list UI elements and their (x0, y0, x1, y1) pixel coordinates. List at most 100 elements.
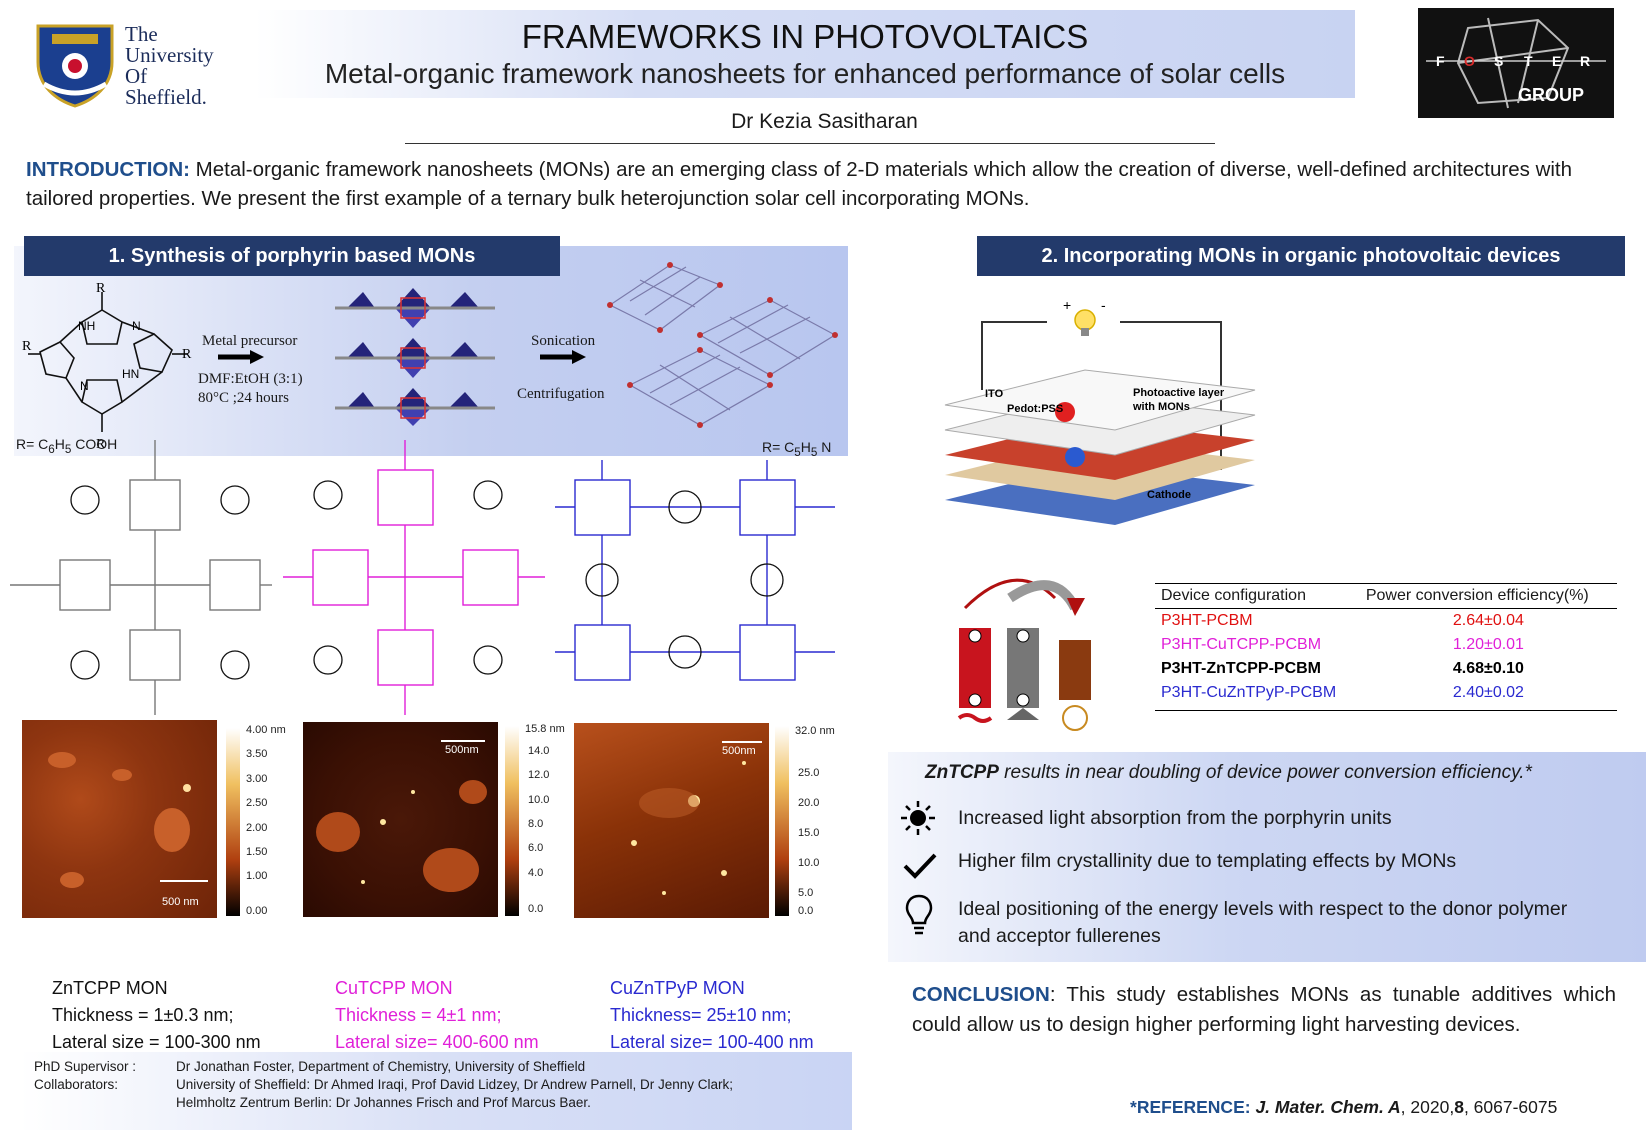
zntcpp-scale-tick-4: 2.50 (246, 797, 268, 809)
title-banner (255, 10, 1355, 98)
layer-cathode: Cathode (1147, 489, 1191, 501)
scale-bar-zntcpp (160, 880, 208, 882)
mon-icon (1007, 708, 1039, 720)
scale-bar-label-zntcpp: 500 nm (162, 896, 199, 908)
caption-cuzntpyp: CuZnTPyP MON Thickness= 25±10 nm; Latera… (610, 978, 814, 1052)
author-name: Dr Kezia Sasitharan (731, 110, 918, 133)
foster-group-logo: F O S T E R GROUP (1418, 8, 1614, 118)
layer-ito: ITO (985, 388, 1004, 400)
r-group-top: R (96, 282, 106, 296)
intro-text: Metal-organic framework nanosheets (MONs… (26, 158, 1573, 210)
r-group-definition-left: R= C6H5 COOH (16, 436, 118, 456)
credits: PhD Supervisor :Dr Jonathan Foster, Depa… (34, 1059, 733, 1110)
cuzntpyp-scale-tick-6: 5.0 (798, 887, 814, 899)
cuzntpyp-scale-tick-2: 25.0 (798, 767, 820, 779)
layer-active: Photoactive layer (1133, 387, 1225, 399)
logo-letter-e: E (1552, 53, 1561, 69)
table-header-pce: Power conversion efficiency(%) (1359, 583, 1617, 609)
cuzntpyp-structure (555, 460, 835, 681)
zntcpp-scale-tick-7: 1.00 (246, 870, 268, 882)
finding-light-absorption: Increased light absorption from the porp… (958, 807, 1392, 829)
zntcpp-scale-max: 4.00 nm (246, 724, 286, 736)
n-label-left: N (80, 379, 89, 393)
table-row: P3HT-CuTCPP-PCBM 1.20±0.01 (1161, 636, 1524, 653)
cutcpp-structure (283, 440, 545, 715)
cutcpp-scale-tick-4: 10.0 (528, 794, 550, 806)
cuzntpyp-scale-tick-5: 10.0 (798, 857, 820, 869)
table-header-config: Device configuration (1155, 583, 1360, 609)
step2-separation: Centrifugation (517, 386, 605, 402)
reference: *REFERENCE: J. Mater. Chem. A, 2020,8, 6… (1130, 1097, 1558, 1117)
step2-method: Sonication (531, 333, 596, 349)
cutcpp-scale-tick-5: 8.0 (528, 818, 544, 830)
color-scale-zntcpp (226, 728, 240, 916)
cutcpp-scale-tick-2: 14.0 (528, 745, 550, 757)
intro-lead: INTRODUCTION: (26, 158, 190, 181)
cutcpp-scale-tick-7: 4.0 (528, 867, 544, 879)
zntcpp-structure (10, 440, 272, 715)
scale-bar-cuzntpyp (722, 741, 762, 743)
zntcpp-scale-tick-5: 2.00 (246, 822, 268, 834)
step1-reagent: Metal precursor (202, 333, 298, 349)
table-row: P3HT-CuZnTPyP-PCBM 2.40±0.02 (1155, 681, 1617, 711)
terminal-positive: + (1063, 300, 1071, 313)
logo-letter-f: F (1436, 53, 1445, 69)
afm-features-cuzntpyp (631, 761, 746, 895)
author-divider (405, 143, 1215, 144)
conclusion: CONCLUSION: This study establishes MONs … (912, 980, 1616, 1040)
university-crest (36, 24, 114, 108)
hn-label: HN (122, 367, 139, 381)
afm-image-cuzntpyp: 500nm (574, 723, 769, 918)
r-group-right: R (182, 347, 192, 362)
findings-headline: ZnTCPP results in near doubling of devic… (925, 762, 1532, 783)
mof-layered-structure (335, 288, 495, 426)
findings-panel (888, 752, 1646, 962)
table-header-row: Device configuration Power conversion ef… (1155, 583, 1617, 609)
step1-solvent: DMF:EtOH (3:1) (198, 371, 303, 387)
nh-label: NH (78, 319, 95, 333)
afm-image-cutcpp: 500nm (303, 722, 498, 917)
cutcpp-scale-tick-6: 6.0 (528, 842, 544, 854)
cuzntpyp-scale-max: 32.0 nm (795, 725, 835, 737)
afm-image-zntcpp: 500 nm (22, 720, 217, 918)
lightbulb-icon (905, 894, 933, 935)
sun-icon (901, 801, 935, 835)
conclusion-lead: CONCLUSION (912, 983, 1050, 1006)
zntcpp-scale-tick-6: 1.50 (246, 846, 268, 858)
r-group-definition-right: R= C5H5 N (762, 439, 832, 459)
caption-cutcpp: CuTCPP MON Thickness = 4±1 nm; Lateral s… (335, 978, 539, 1052)
cuzntpyp-scale-tick-4: 15.0 (798, 827, 820, 839)
color-scale-cuzntpyp (775, 726, 789, 916)
fullerene-icon (1062, 705, 1088, 731)
layer-pedot: Pedot:PSS (1007, 403, 1063, 415)
foster-logo-graphic: F O S T E R GROUP (1426, 17, 1606, 109)
introduction: INTRODUCTION: Metal-organic framework na… (26, 155, 1626, 213)
table-row: P3HT-ZnTCPP-PCBM 4.68±0.10 (1161, 660, 1524, 677)
logo-group-word: GROUP (1518, 85, 1584, 105)
cutcpp-scale-max: 15.8 nm (525, 723, 565, 735)
n-label-right: N (132, 319, 141, 333)
checkmark-icon (903, 853, 937, 879)
conclusion-text: : This study establishes MONs as tunable… (912, 983, 1616, 1036)
step1-conditions: 80°C ;24 hours (198, 390, 290, 406)
scale-bar-cutcpp (441, 740, 485, 742)
university-name: The University Of Sheffield. (125, 22, 214, 109)
scale-bar-label-cutcpp: 500nm (445, 744, 479, 756)
zntcpp-scale-min: 0.00 (246, 905, 268, 917)
scale-bar-label-cuzntpyp: 500nm (722, 745, 756, 757)
porphyrin-structure: R R R R NH N N HN (22, 282, 192, 452)
pce-table: Device configuration Power conversion ef… (1155, 583, 1617, 711)
cutcpp-scale-min: 0.0 (528, 903, 544, 915)
reaction-arrow-2 (540, 350, 586, 364)
afm-features-zntcpp (48, 752, 191, 888)
logo-letter-r: R (1580, 53, 1590, 69)
zntcpp-scale-tick-3: 3.00 (246, 773, 268, 785)
r-group-bottom: R (96, 437, 106, 452)
lightbulb-icon (1074, 309, 1096, 331)
cuzntpyp-scale-tick-3: 20.0 (798, 797, 820, 809)
caption-zntcpp: ZnTCPP MON Thickness = 1±0.3 nm; Lateral… (52, 978, 261, 1052)
finding-crystallinity: Higher film crystallinity due to templat… (958, 850, 1457, 872)
afm-features-cutcpp (316, 780, 487, 892)
logo-letter-t: T (1524, 53, 1533, 69)
cuzntpyp-scale-min: 0.0 (798, 905, 814, 917)
